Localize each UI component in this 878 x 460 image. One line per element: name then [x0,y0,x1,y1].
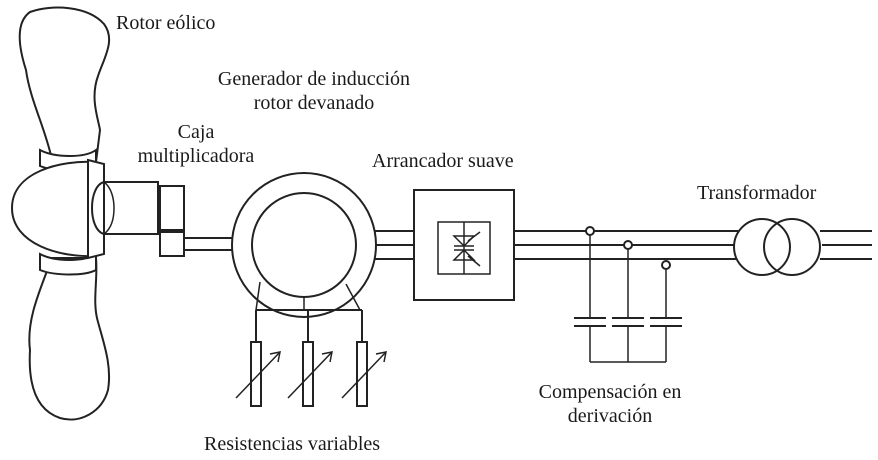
rotor-tap-right [345,283,361,311]
stator-feed-lines [374,230,414,260]
nose-cone [10,160,97,258]
label-generator-line1: Generador de inducción [217,68,411,90]
rotor-tap-left [255,281,261,311]
resistor-3 [356,341,368,407]
variable-resistors [235,309,387,407]
label-gearbox: Caja multiplicadora [108,120,284,168]
label-gearbox-line2: multiplicadora [137,145,255,167]
resistor-arrow-3 [341,351,387,399]
soft-starter [413,189,515,301]
main-shaft [90,181,159,235]
gearbox [159,185,254,257]
label-soft-starter: Arrancador suave [372,150,514,172]
resistor-arrow-2 [287,351,333,399]
shunt-compensation [574,226,682,363]
label-generator: Generador de inducción rotor devanado [184,67,444,115]
tap-1 [585,226,595,236]
gearbox-upper [159,185,185,231]
upper-blade [18,6,110,164]
gearbox-lower [159,231,185,257]
thyristor-lower [452,248,476,261]
wind-rotor [10,6,159,421]
label-compensation: Compensación en derivación [510,380,710,428]
resistor-arrowhead-1 [269,351,281,363]
generator [231,172,377,318]
label-transformer: Transformador [697,182,817,204]
label-rotor: Rotor eólico [116,12,216,34]
lower-blade [28,257,111,421]
resistor-arrowhead-3 [375,351,387,363]
resistor-1 [250,341,262,407]
label-compensation-line1: Compensación en [538,381,682,403]
transformer-secondary [763,218,821,276]
resistor-2 [302,341,314,407]
resistor-arrow-1 [235,351,281,399]
thyristor-upper-gate [467,231,481,242]
label-resistors: Resistencias variables [204,433,381,455]
rotor-circle [251,192,357,298]
transformer [733,218,872,276]
transformer-primary [733,218,791,276]
hub-lower-ring [39,252,97,276]
hub-flange [87,158,105,260]
tap-3 [661,260,671,270]
label-compensation-line2: derivación [567,405,653,427]
shaft-bevel [103,181,115,235]
resistor-arrowhead-2 [321,351,333,363]
label-gearbox-line1: Caja [177,121,215,143]
label-generator-line2: rotor devanado [253,92,375,114]
tap-2 [623,240,633,250]
thyristor-lower-gate [467,255,481,267]
